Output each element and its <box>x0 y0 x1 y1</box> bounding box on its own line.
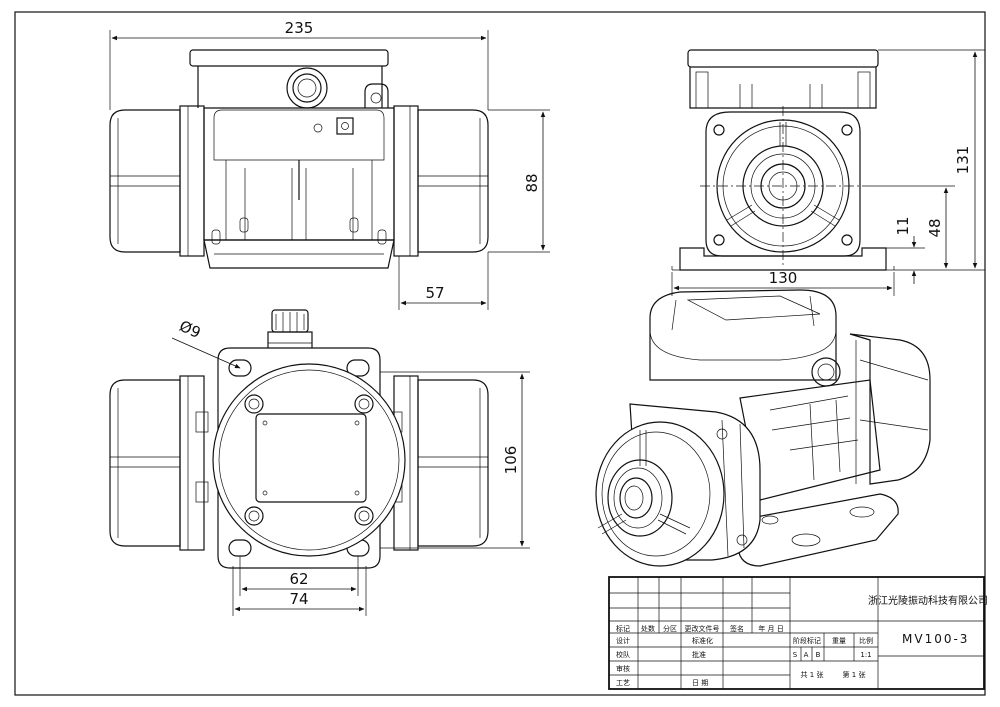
tb-header-mark: 标记 <box>616 624 630 633</box>
tb-row-process: 工艺 <box>616 679 630 687</box>
tb-header-date: 年 月 日 <box>758 624 783 633</box>
tb-sheets-total: 共 1 张 <box>801 670 824 679</box>
tb-header-zone: 分区 <box>663 624 677 633</box>
tb-weight-label: 重量 <box>832 637 846 645</box>
isometric-view <box>595 289 931 567</box>
title-company: 浙江光陵振动科技有限公司 <box>868 594 988 607</box>
drawing-frame <box>14 11 986 696</box>
tb-stage-b: B <box>816 651 821 659</box>
dim-57: 57 <box>425 284 444 302</box>
tb-row-date: 日 期 <box>692 679 708 687</box>
tb-sheet-no: 第 1 张 <box>843 670 866 679</box>
tb-scale-label: 比例 <box>859 636 873 645</box>
tb-header-count: 处数 <box>641 624 655 633</box>
bottom-view <box>109 309 489 569</box>
dim-88: 88 <box>523 173 541 192</box>
tb-stage-a: A <box>804 651 809 659</box>
tb-stage-s: S <box>793 651 798 659</box>
side-view-dimensions: 131 48 11 130 <box>671 49 985 296</box>
tb-row-design: 设计 <box>616 636 630 645</box>
top-view <box>109 49 489 269</box>
tb-row-standardize: 标准化 <box>692 636 713 645</box>
dim-48: 48 <box>926 218 944 237</box>
dim-130: 130 <box>769 269 798 287</box>
dim-62: 62 <box>289 570 308 588</box>
side-view <box>671 49 895 271</box>
top-view-dimensions: 235 88 57 <box>109 19 550 310</box>
tb-row-check: 校队 <box>616 650 630 659</box>
tb-stage-label: 阶段标记 <box>793 636 821 645</box>
title-block: 浙江光陵振动科技有限公司 MV100-3 标记 处数 分区 更改文件号 签名 年… <box>608 576 988 690</box>
bottom-view-dimensions: Ø9 106 62 74 <box>171 317 530 616</box>
dim-106: 106 <box>502 446 520 475</box>
dim-131: 131 <box>954 146 972 175</box>
tb-scale-value: 1:1 <box>860 651 871 659</box>
tb-header-signature: 签名 <box>730 624 744 633</box>
dim-74: 74 <box>289 590 308 608</box>
tb-row-approve: 批准 <box>692 650 706 659</box>
tb-row-review: 审核 <box>616 664 630 673</box>
title-model: MV100-3 <box>902 632 969 646</box>
dim-11: 11 <box>894 216 912 235</box>
dim-235: 235 <box>285 19 314 37</box>
tb-header-change-doc: 更改文件号 <box>685 624 720 633</box>
dim-dia-9: Ø9 <box>177 317 204 342</box>
